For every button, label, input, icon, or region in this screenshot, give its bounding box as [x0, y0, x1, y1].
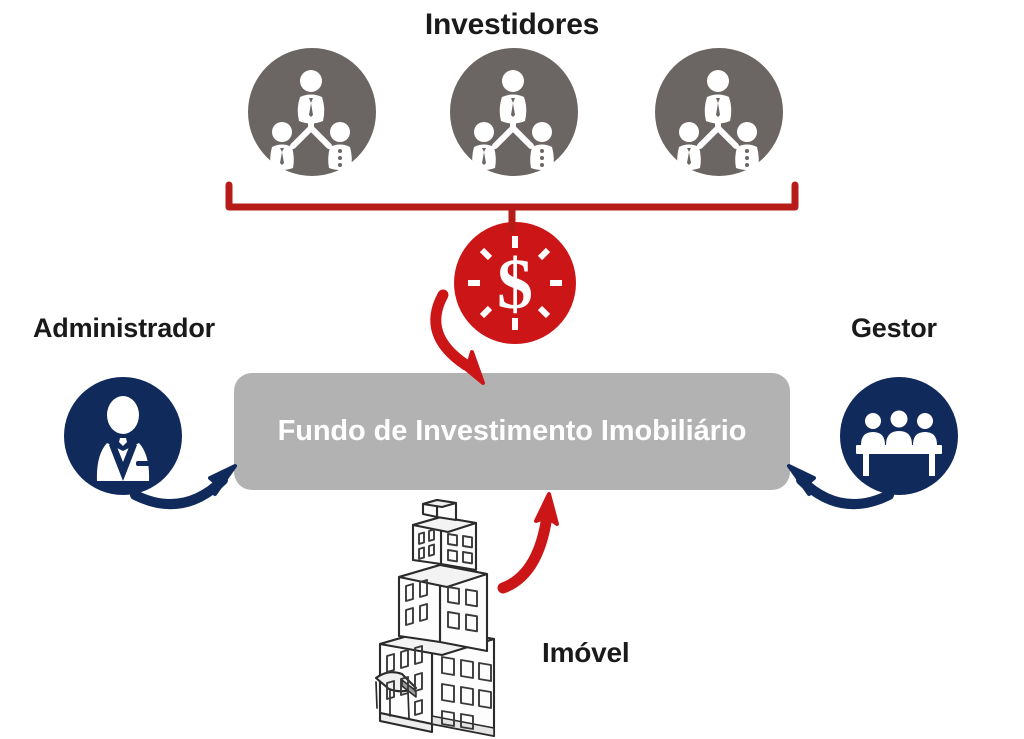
manager-node: [840, 377, 958, 495]
dollar-shine-icon: $: [454, 222, 576, 344]
office-building-icon: [368, 492, 548, 739]
people-network-icon: [450, 48, 578, 176]
administrator-node: [64, 377, 182, 495]
board-meeting-icon: [840, 377, 958, 495]
fund-bar-label: Fundo de Investimento Imobiliário: [277, 415, 747, 447]
investors-label: Investidores: [424, 8, 600, 41]
svg-text:$: $: [497, 244, 533, 324]
property-label: Imóvel: [542, 637, 630, 668]
manager-label: Gestor: [851, 313, 937, 343]
investor-node-2: [450, 48, 578, 176]
investor-node-3: [655, 48, 783, 176]
fund-bar: Fundo de Investimento Imobiliário: [234, 373, 790, 490]
investor-node-1: [248, 48, 376, 176]
people-network-icon: [248, 48, 376, 176]
people-network-icon: [655, 48, 783, 176]
administrator-label: Administrador: [33, 313, 215, 343]
money-node: $: [454, 222, 576, 344]
businessman-icon: [64, 377, 182, 495]
